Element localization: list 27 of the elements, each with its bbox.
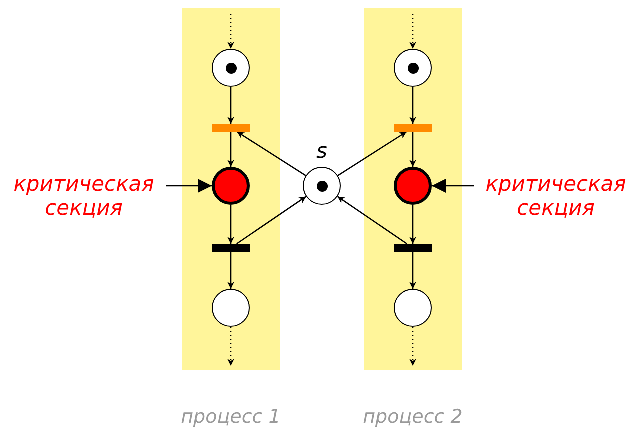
transition-bar: [394, 244, 432, 252]
arrow: [410, 327, 416, 366]
transition-bar: [212, 124, 250, 132]
arrow: [410, 14, 416, 49]
arrow: [337, 196, 408, 245]
arrow: [410, 132, 416, 167]
arrow: [236, 196, 307, 245]
process-label: процесс 2: [363, 406, 463, 428]
critical-section-label: критическая секция: [474, 172, 638, 220]
arrow: [228, 132, 234, 167]
arrow: [410, 87, 416, 124]
arrow: [432, 179, 474, 193]
arrow: [228, 327, 234, 366]
critical-section-label: критическая секция: [2, 172, 166, 220]
transition-bar: [394, 124, 432, 132]
arrow: [338, 131, 408, 176]
arrow: [236, 131, 306, 176]
arrow: [228, 14, 234, 49]
arrow: [410, 252, 416, 289]
arrow: [228, 87, 234, 124]
arrow: [166, 179, 212, 193]
arrow: [228, 252, 234, 289]
place-label: s: [316, 140, 328, 162]
transition-bar: [212, 244, 250, 252]
arrow: [410, 205, 416, 244]
arrow: [228, 205, 234, 244]
process-label: процесс 1: [181, 406, 281, 428]
